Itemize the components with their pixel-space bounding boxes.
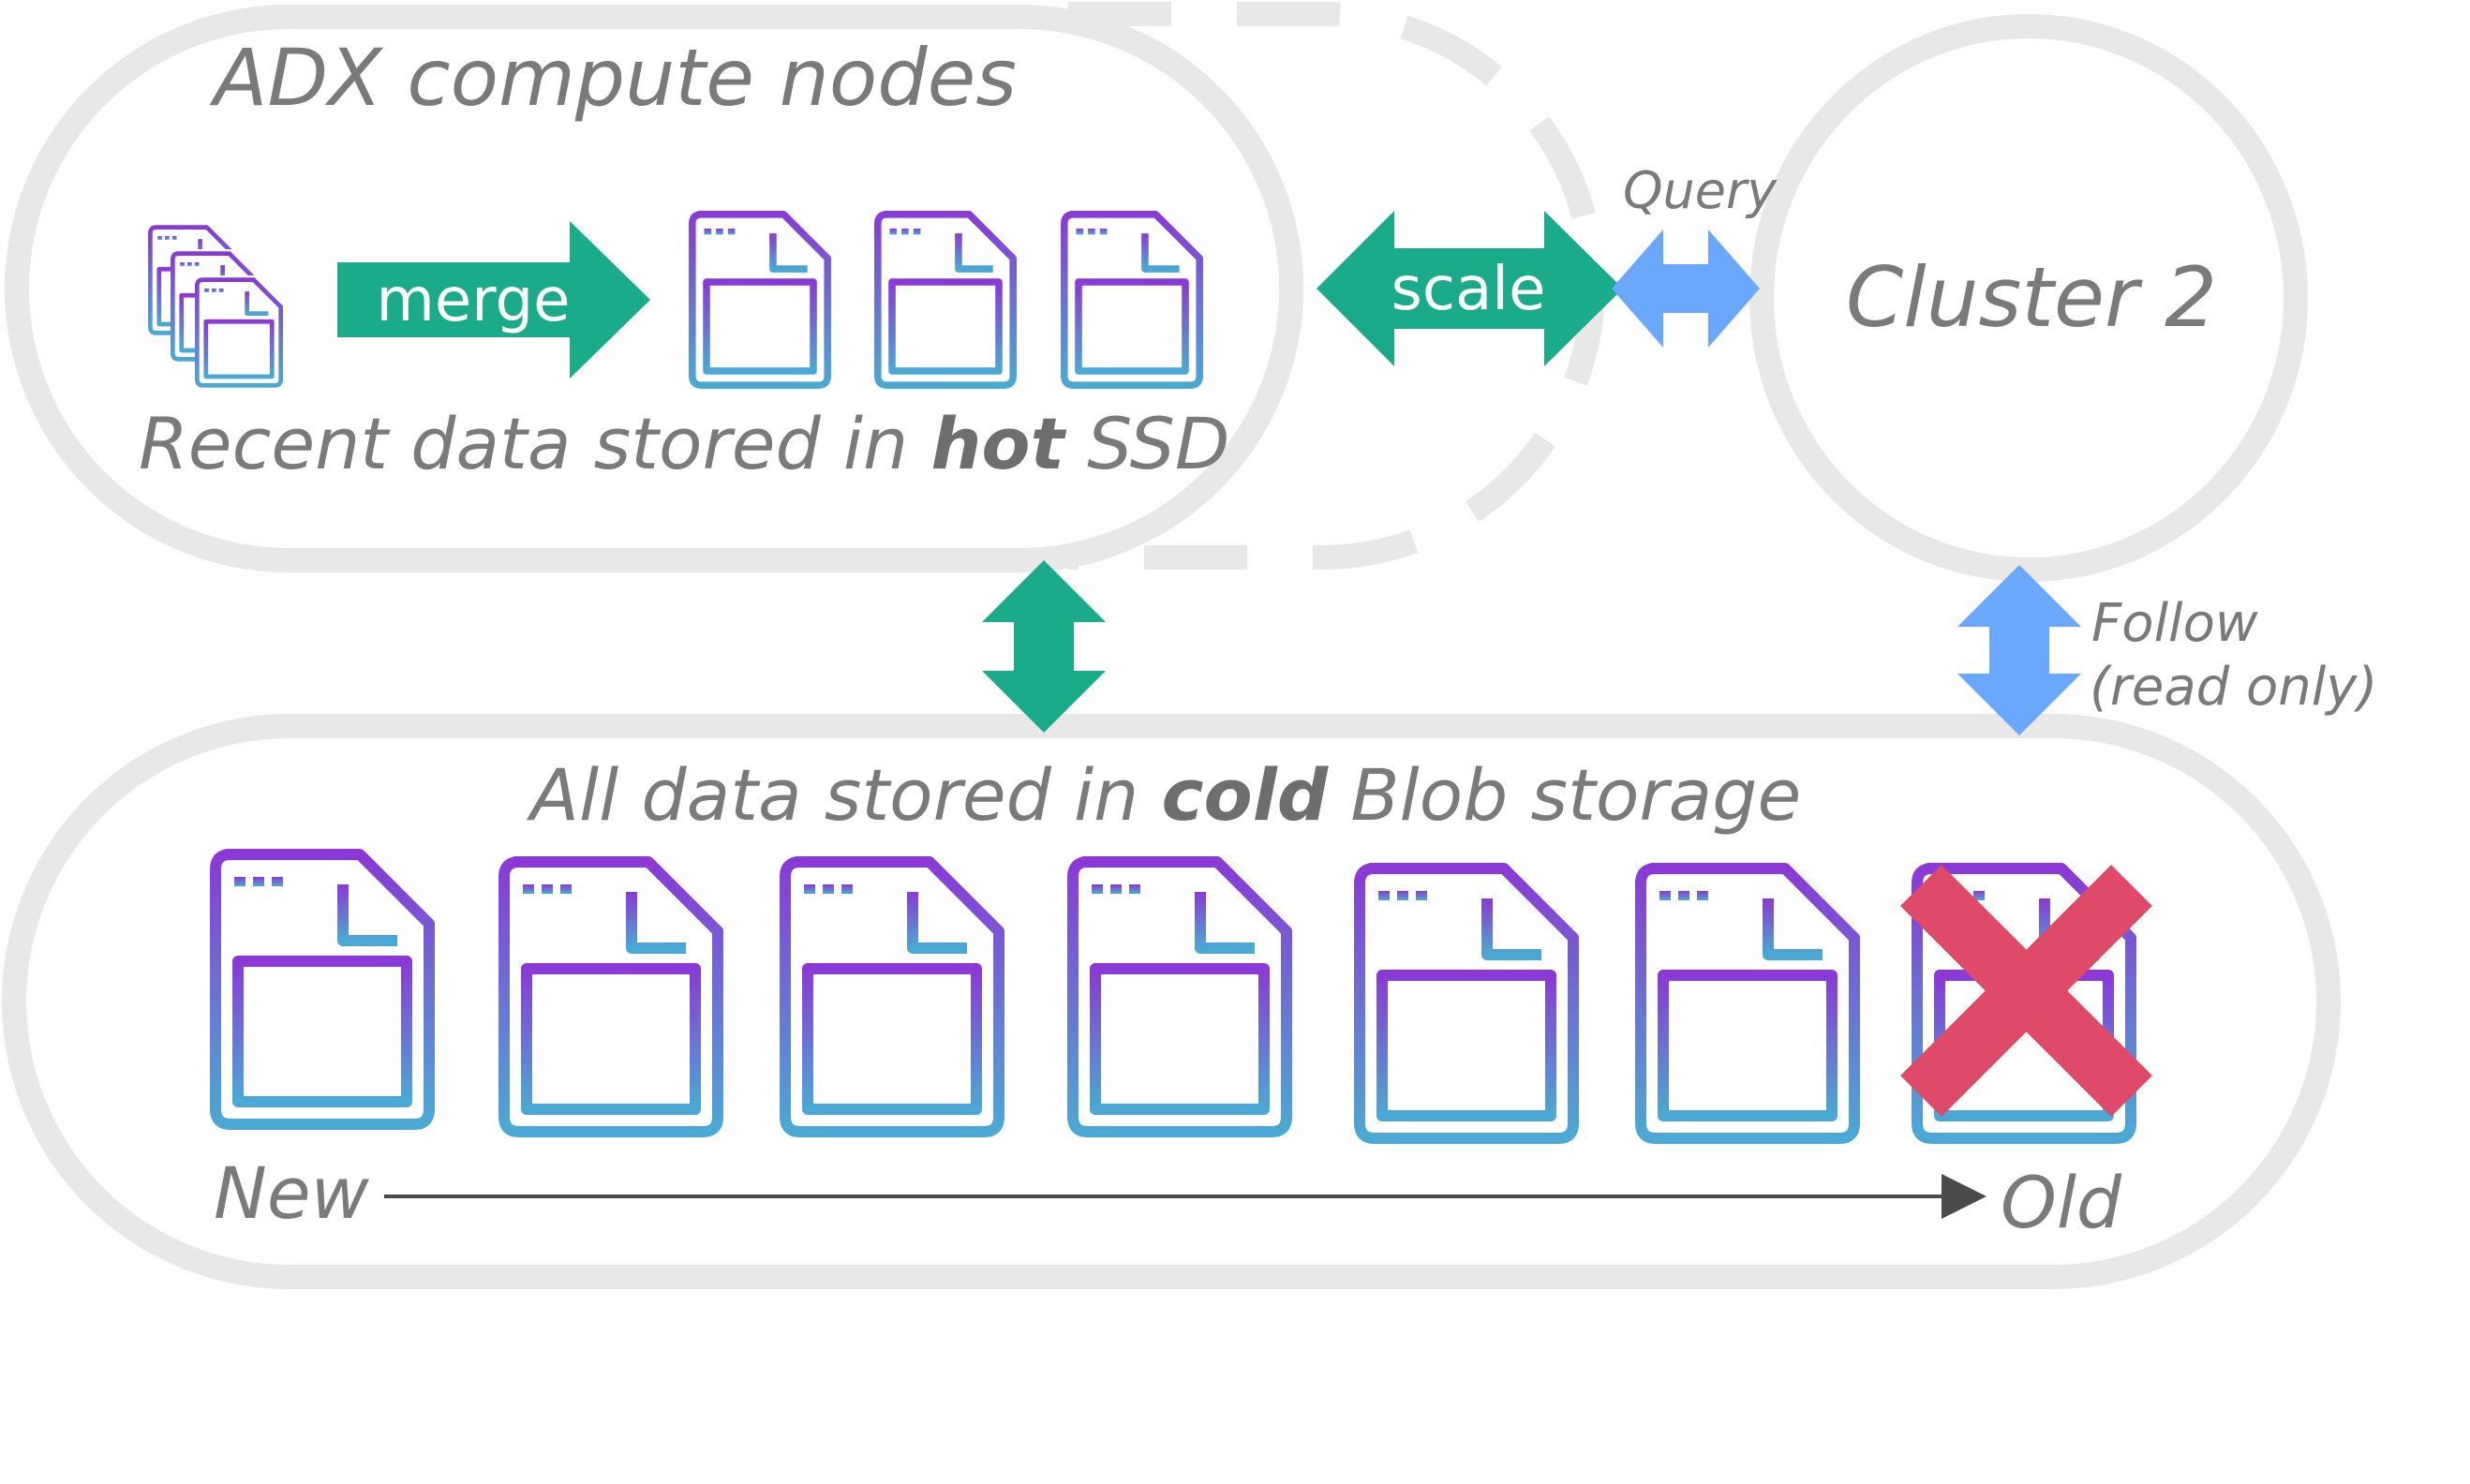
scale-label: scale — [1391, 255, 1546, 324]
cold-storage-outline — [2, 714, 2341, 1289]
cluster2-label: Cluster 2 — [1846, 249, 2217, 346]
stacked-small-files-icon — [150, 228, 283, 386]
scale-arrow: scale — [1317, 211, 1623, 366]
merge-arrow: merge — [337, 221, 650, 378]
query-label: Query — [1623, 161, 1778, 220]
cold-storage-text: All data stored in cold Blob storage — [526, 753, 1801, 837]
compute-nodes-title: ADX compute nodes — [209, 32, 1017, 124]
query-arrow — [1612, 230, 1760, 348]
blob-file-icon — [504, 862, 718, 1132]
follow-label-line1: Follow — [2091, 593, 2258, 654]
deleted-x-icon — [1900, 865, 2152, 1117]
merged-file-icon — [1064, 215, 1199, 385]
merged-file-icon — [878, 215, 1013, 385]
follow-arrow — [1957, 565, 2081, 735]
follow-label-line2: (read only) — [2090, 657, 2377, 718]
blob-file-icon — [1360, 868, 1573, 1138]
blob-file-icon — [1073, 862, 1287, 1132]
merge-label: merge — [377, 266, 571, 335]
hot-storage-text: Recent data stored in hot SSD — [139, 402, 1229, 485]
blob-file-icon — [1641, 868, 1854, 1138]
old-label: Old — [2001, 1161, 2122, 1244]
compute-storage-arrow — [982, 560, 1106, 733]
compute-nodes-outline — [5, 5, 1303, 572]
blob-file-icon — [785, 862, 999, 1132]
cluster2-outline — [1749, 14, 2308, 582]
merged-file-icon — [692, 215, 827, 385]
new-label: New — [214, 1151, 370, 1235]
blob-file-icon — [216, 854, 429, 1124]
